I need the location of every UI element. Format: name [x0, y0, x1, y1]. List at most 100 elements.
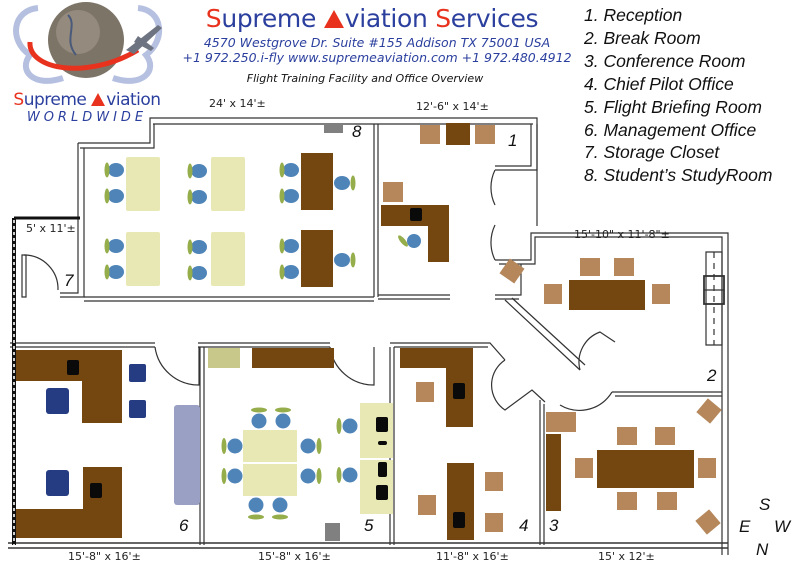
reception-side-table [446, 123, 470, 145]
chair-icon [283, 265, 299, 279]
legend-item: 7. Storage Closet [584, 142, 720, 163]
counter [705, 251, 723, 346]
chair-icon [617, 427, 637, 445]
room-number-1: 1 [508, 131, 518, 150]
chair-back-icon [350, 252, 356, 268]
chair-back-icon [275, 407, 291, 413]
wall [149, 117, 538, 226]
globe-icon [48, 2, 124, 78]
chair-icon [698, 458, 716, 478]
wall [60, 143, 79, 294]
wall [10, 342, 155, 348]
desk [447, 463, 474, 540]
briefing-table [243, 430, 297, 462]
chair-icon [251, 413, 267, 429]
chair-icon [416, 382, 434, 402]
chair-back-icon [316, 438, 322, 454]
chair-back-icon [336, 467, 342, 483]
logo-tagline: WORLDWIDE [26, 110, 148, 125]
vestibule-door-swing [559, 391, 613, 411]
title-cap-s2: S [435, 4, 451, 33]
legend-item: 2. Break Room [584, 27, 701, 48]
chair-icon [334, 253, 350, 267]
chair-icon [191, 266, 207, 280]
room-number-2: 2 [707, 366, 717, 385]
chair-icon [407, 234, 421, 248]
chair-icon [300, 468, 316, 484]
wall [84, 296, 374, 302]
logo-graphic [13, 2, 163, 84]
chair-icon [614, 258, 634, 276]
armchair-icon [420, 125, 440, 144]
plan-subtitle: Flight Training Facility and Office Over… [246, 72, 484, 85]
chair-back-icon [272, 514, 288, 520]
chair-back-icon [248, 514, 264, 520]
chair-back-icon [336, 418, 342, 434]
chair-back-icon [251, 407, 267, 413]
monitor-icon [453, 383, 465, 399]
airplane-icon [126, 25, 162, 54]
chair-icon [544, 284, 562, 304]
title-word-aviation: viation [344, 4, 436, 33]
legend-item: 6. Management Office [584, 119, 757, 140]
chair-icon [546, 412, 576, 432]
chair-back-icon [221, 438, 227, 454]
wall [198, 342, 330, 348]
office6-door-swing [154, 346, 200, 386]
briefing-room-furniture [208, 348, 393, 541]
title-word-services: ervices [450, 4, 539, 33]
chair-icon [108, 189, 124, 203]
monitor-icon [67, 360, 79, 375]
dimension-room-8: 24' x 14'± [209, 97, 266, 110]
cabinet [208, 348, 240, 368]
reception-furniture [381, 123, 525, 284]
credenza [546, 434, 561, 511]
briefing-table [243, 464, 297, 496]
chair-icon [334, 176, 350, 190]
chair-icon [283, 239, 299, 253]
chair-icon [485, 513, 503, 532]
room-number-4: 4 [519, 516, 529, 535]
guest-chair-icon [129, 400, 146, 418]
chief-pilot-furniture [400, 348, 503, 540]
wall [373, 124, 379, 297]
chair-back-icon [104, 238, 110, 254]
chair-icon [580, 258, 600, 276]
study-table [211, 232, 245, 286]
chair-icon [283, 189, 299, 203]
dimension-room-2: 15'-10" x 11'-8"± [574, 228, 670, 241]
chair-icon [342, 418, 358, 434]
office-chair-icon [46, 470, 69, 496]
company-contact: +1 972.250.i-fly www.supremeaviation.com… [182, 50, 572, 65]
chair-icon [227, 438, 243, 454]
chair-icon [272, 497, 288, 513]
chair-back-icon [187, 265, 193, 281]
yoke-icon [378, 441, 387, 445]
room-number-5: 5 [364, 516, 374, 535]
compass-east: E [739, 517, 751, 536]
compass-south: S [759, 495, 771, 514]
chair-back-icon [104, 188, 110, 204]
room-number-3: 3 [549, 516, 559, 535]
company-title: Supreme viation Services [192, 4, 552, 33]
monitor-icon [453, 512, 465, 528]
armchair-icon [499, 258, 525, 284]
reception-door-swing [490, 169, 496, 261]
chair-back-icon [187, 163, 193, 179]
chair-icon [696, 398, 722, 424]
chair-back-icon [279, 238, 285, 254]
chair-icon [248, 497, 264, 513]
chair-back-icon [316, 468, 322, 484]
chair-icon [227, 468, 243, 484]
monitor-icon [90, 483, 102, 498]
chair-back-icon [279, 264, 285, 280]
chair-icon [695, 509, 721, 535]
management-office-furniture [16, 350, 200, 538]
wall [495, 264, 522, 300]
wall [504, 297, 586, 371]
chair-icon [108, 163, 124, 177]
logo-viation: viation [106, 90, 161, 110]
logo-triangle-a-icon [91, 93, 106, 106]
study-table [126, 157, 160, 211]
dimension-room-1: 12'-6" x 14'± [416, 100, 489, 113]
